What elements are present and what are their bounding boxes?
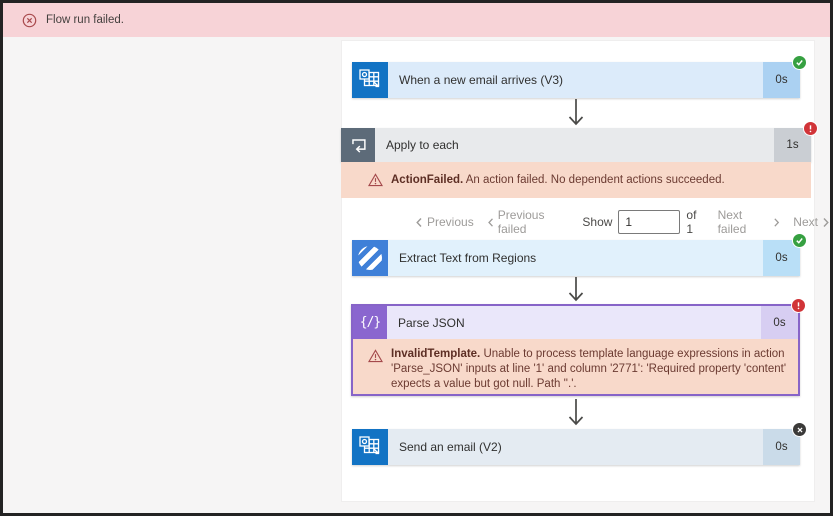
action-card-parse-json[interactable]: {/} Parse JSON 0s InvalidTemplate. Unabl… [351,298,806,396]
banner-message: Flow run failed. [46,14,124,26]
warning-triangle-icon [368,173,383,187]
send-title: Send an email (V2) [399,440,502,454]
scope-title: Apply to each [386,138,459,152]
error-circle-x-icon [22,13,37,27]
chevron-left-icon [416,217,422,227]
error-detail: Unable to process template language expr… [391,348,787,390]
previous-failed-button[interactable]: Previous failed [487,208,570,236]
outlook-icon [352,62,388,98]
chevron-left-icon [487,217,493,227]
action-card-send-an-email[interactable]: Send an email (V2) 0s [352,422,807,465]
show-label: Show [582,215,613,229]
next-button[interactable]: Next [793,215,830,229]
parse-error-message: InvalidTemplate. Unable to process templ… [353,339,798,392]
json-braces-icon: {/} [353,306,387,339]
iteration-pagination: Previous Previous failed Show of 1 Next … [415,208,830,236]
next-label: Next [793,215,818,229]
status-failed-icon [791,298,806,313]
scope-error-message: ActionFailed. An action failed. No depen… [341,162,811,198]
error-code: InvalidTemplate. [391,348,481,360]
extract-title: Extract Text from Regions [399,251,537,265]
scope-duration-badge: 1s [774,128,811,162]
iteration-number-input[interactable] [618,210,681,234]
error-code: ActionFailed. [391,173,464,186]
next-failed-label: Next failed [717,208,747,236]
scope-error-text: ActionFailed. An action failed. No depen… [391,173,725,188]
loop-icon [341,128,375,162]
previous-failed-label: Previous failed [497,208,545,236]
flow-failed-banner: Flow run failed. [3,3,830,37]
outlook-icon [352,429,388,465]
previous-button[interactable]: Previous [415,215,474,229]
status-failed-icon [803,121,818,136]
error-detail: An action failed. No dependent actions s… [463,173,725,186]
arrow-connector [568,399,584,426]
warning-triangle-icon [368,349,383,363]
parse-title: Parse JSON [398,315,465,330]
trigger-duration-badge: 0s [763,62,800,98]
parse-json-header[interactable]: {/} Parse JSON 0s [353,306,798,339]
chevron-right-icon [823,217,829,227]
chevron-right-icon [774,217,780,227]
action-card-extract-text-from-regions[interactable]: Extract Text from Regions 0s [352,233,807,276]
status-succeeded-icon [792,233,807,248]
trigger-card-when-new-email-arrives[interactable]: When a new email arrives (V3) 0s [352,55,807,98]
arrow-connector [568,99,584,126]
status-skipped-icon [792,422,807,437]
previous-label: Previous [427,215,474,229]
parse-error-text: InvalidTemplate. Unable to process templ… [391,347,788,392]
next-failed-button[interactable]: Next failed [718,208,781,236]
of-total-label: of 1 [686,208,697,236]
status-succeeded-icon [792,55,807,70]
parse-duration-badge: 0s [761,306,798,339]
trigger-title: When a new email arrives (V3) [399,73,564,87]
scope-card-apply-to-each[interactable]: Apply to each 1s [341,121,818,162]
arrow-connector [568,277,584,302]
diagonal-stripes-icon [352,240,388,276]
